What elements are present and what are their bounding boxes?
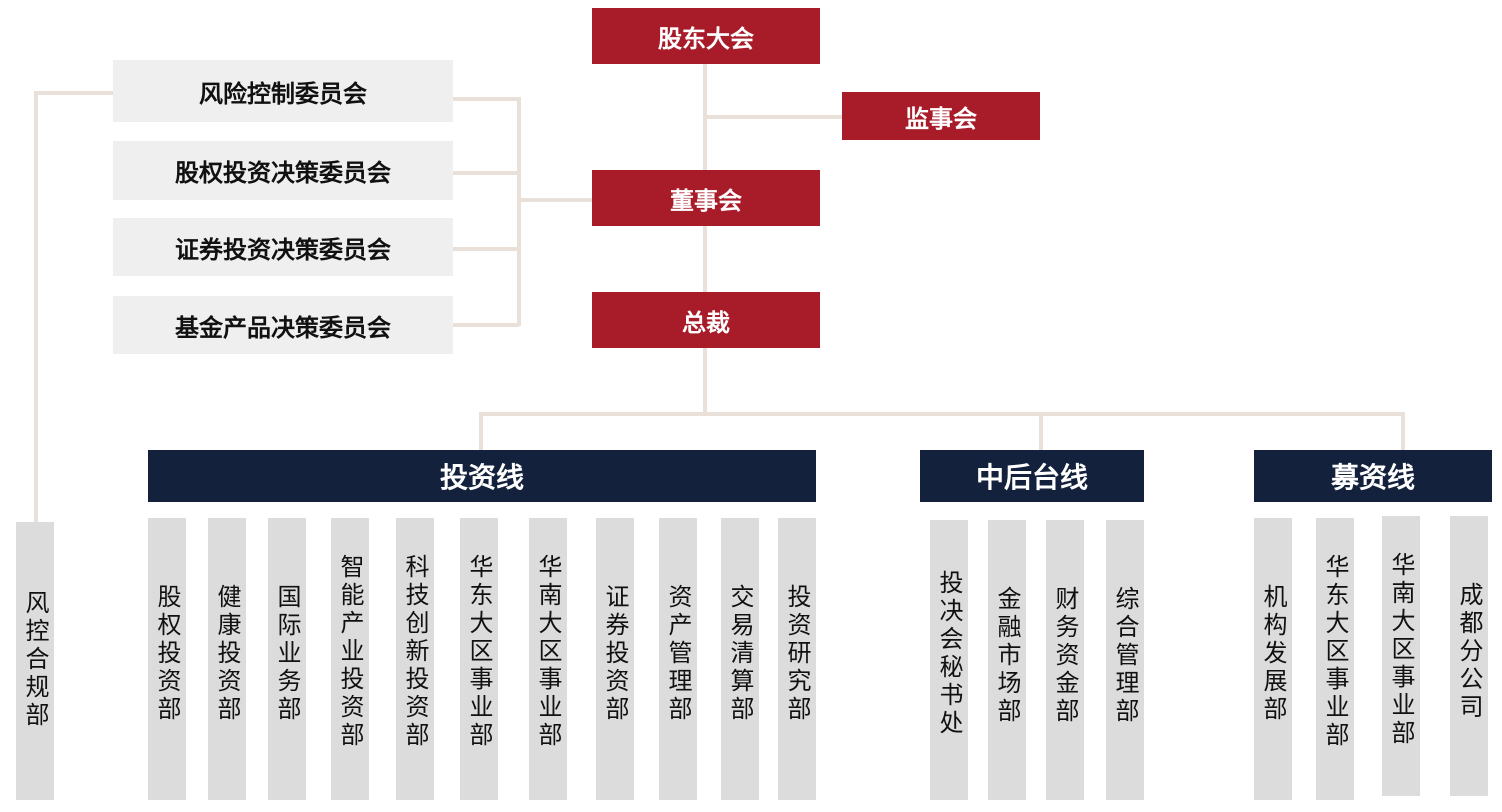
connector-risk-horizontal — [34, 91, 114, 95]
dept-label: 投资研究部 — [783, 584, 811, 724]
dept-fund-east-china: 华东大区事业部 — [1316, 518, 1354, 800]
dept-fund-south-china: 华南大区事业部 — [1382, 516, 1420, 796]
connector-to-supervisors — [703, 115, 843, 119]
dept-label: 交易清算部 — [726, 584, 754, 724]
dept-label: 华东大区事业部 — [1321, 554, 1349, 750]
dept-securities-investment: 证券投资部 — [596, 518, 634, 800]
connector-lines-horizontal — [479, 412, 1405, 416]
dept-label: 智能产业投资部 — [336, 554, 364, 750]
supervisors-box: 监事会 — [842, 92, 1040, 140]
shareholders-label: 股东大会 — [658, 24, 754, 53]
dept-label: 综合管理部 — [1111, 586, 1139, 726]
dept-label: 华东大区事业部 — [465, 554, 493, 750]
risk-compliance-dept: 风控合规部 — [16, 522, 54, 800]
president-label: 总裁 — [682, 308, 730, 337]
fundraising-line-title: 募资线 — [1330, 461, 1415, 494]
committee-equity-investment: 股权投资决策委员会 — [113, 141, 453, 200]
committee-label: 证券投资决策委员会 — [175, 235, 391, 264]
dept-label: 投决会秘书处 — [935, 570, 963, 738]
committee-label: 股权投资决策委员会 — [175, 159, 391, 187]
supervisors-label: 监事会 — [905, 104, 977, 133]
committee-securities-investment: 证券投资决策委员会 — [113, 218, 453, 276]
board-box: 董事会 — [592, 170, 820, 226]
dept-label: 资产管理部 — [664, 584, 692, 724]
connector-committee-3 — [452, 247, 519, 251]
dept-label: 华南大区事业部 — [1387, 552, 1415, 748]
committee-label: 风险控制委员会 — [199, 79, 367, 108]
dept-east-china: 华东大区事业部 — [460, 518, 498, 800]
connector-committee-2 — [452, 171, 519, 175]
dept-ic-secretariat: 投决会秘书处 — [930, 520, 968, 800]
connector-committee-4 — [452, 323, 519, 327]
dept-asset-management: 资产管理部 — [659, 518, 697, 800]
president-box: 总裁 — [592, 292, 820, 348]
connector-committee-1 — [452, 97, 519, 101]
dept-label: 机构发展部 — [1259, 584, 1287, 724]
connector-to-fundraising — [1401, 412, 1405, 452]
middle-back-line-title: 中后台线 — [975, 461, 1088, 494]
dept-tech-innovation: 科技创新投资部 — [396, 518, 434, 800]
board-label: 董事会 — [670, 186, 742, 215]
committee-risk-control: 风险控制委员会 — [113, 60, 453, 122]
dept-south-china: 华南大区事业部 — [529, 518, 567, 800]
connector-to-middle-back — [1039, 412, 1043, 452]
dept-label: 财务资金部 — [1051, 586, 1079, 726]
dept-international: 国际业务部 — [268, 518, 306, 800]
dept-label: 风控合规部 — [21, 590, 49, 730]
committee-fund-products: 基金产品决策委员会 — [113, 296, 453, 354]
connector-main-vertical — [703, 62, 707, 414]
dept-health-investment: 健康投资部 — [208, 518, 246, 800]
dept-smart-industry: 智能产业投资部 — [331, 518, 369, 800]
dept-chengdu-branch: 成都分公司 — [1450, 516, 1488, 796]
dept-institutional-development: 机构发展部 — [1254, 518, 1292, 800]
dept-label: 健康投资部 — [213, 584, 241, 724]
middle-back-line-bar: 中后台线 — [920, 450, 1144, 502]
dept-label: 股权投资部 — [153, 584, 181, 724]
connector-to-investment — [479, 412, 483, 452]
dept-finance-treasury: 财务资金部 — [1046, 520, 1084, 800]
connector-committees-spine — [517, 97, 521, 326]
dept-equity-investment: 股权投资部 — [148, 518, 186, 800]
dept-label: 金融市场部 — [993, 586, 1021, 726]
dept-financial-markets: 金融市场部 — [988, 520, 1026, 800]
dept-trade-clearing: 交易清算部 — [721, 518, 759, 800]
dept-label: 科技创新投资部 — [401, 554, 429, 750]
investment-line-title: 投资线 — [439, 461, 524, 494]
connector-committees-to-board — [519, 198, 593, 202]
connector-risk-vertical — [34, 91, 38, 523]
fundraising-line-bar: 募资线 — [1254, 450, 1492, 502]
investment-line-bar: 投资线 — [148, 450, 816, 502]
dept-label: 华南大区事业部 — [534, 554, 562, 750]
dept-label: 证券投资部 — [601, 584, 629, 724]
committee-label: 基金产品决策委员会 — [175, 313, 391, 342]
dept-label: 国际业务部 — [273, 584, 301, 724]
dept-general-management: 综合管理部 — [1106, 520, 1144, 800]
dept-investment-research: 投资研究部 — [778, 518, 816, 800]
shareholders-box: 股东大会 — [592, 8, 820, 64]
dept-label: 成都分公司 — [1455, 582, 1483, 722]
